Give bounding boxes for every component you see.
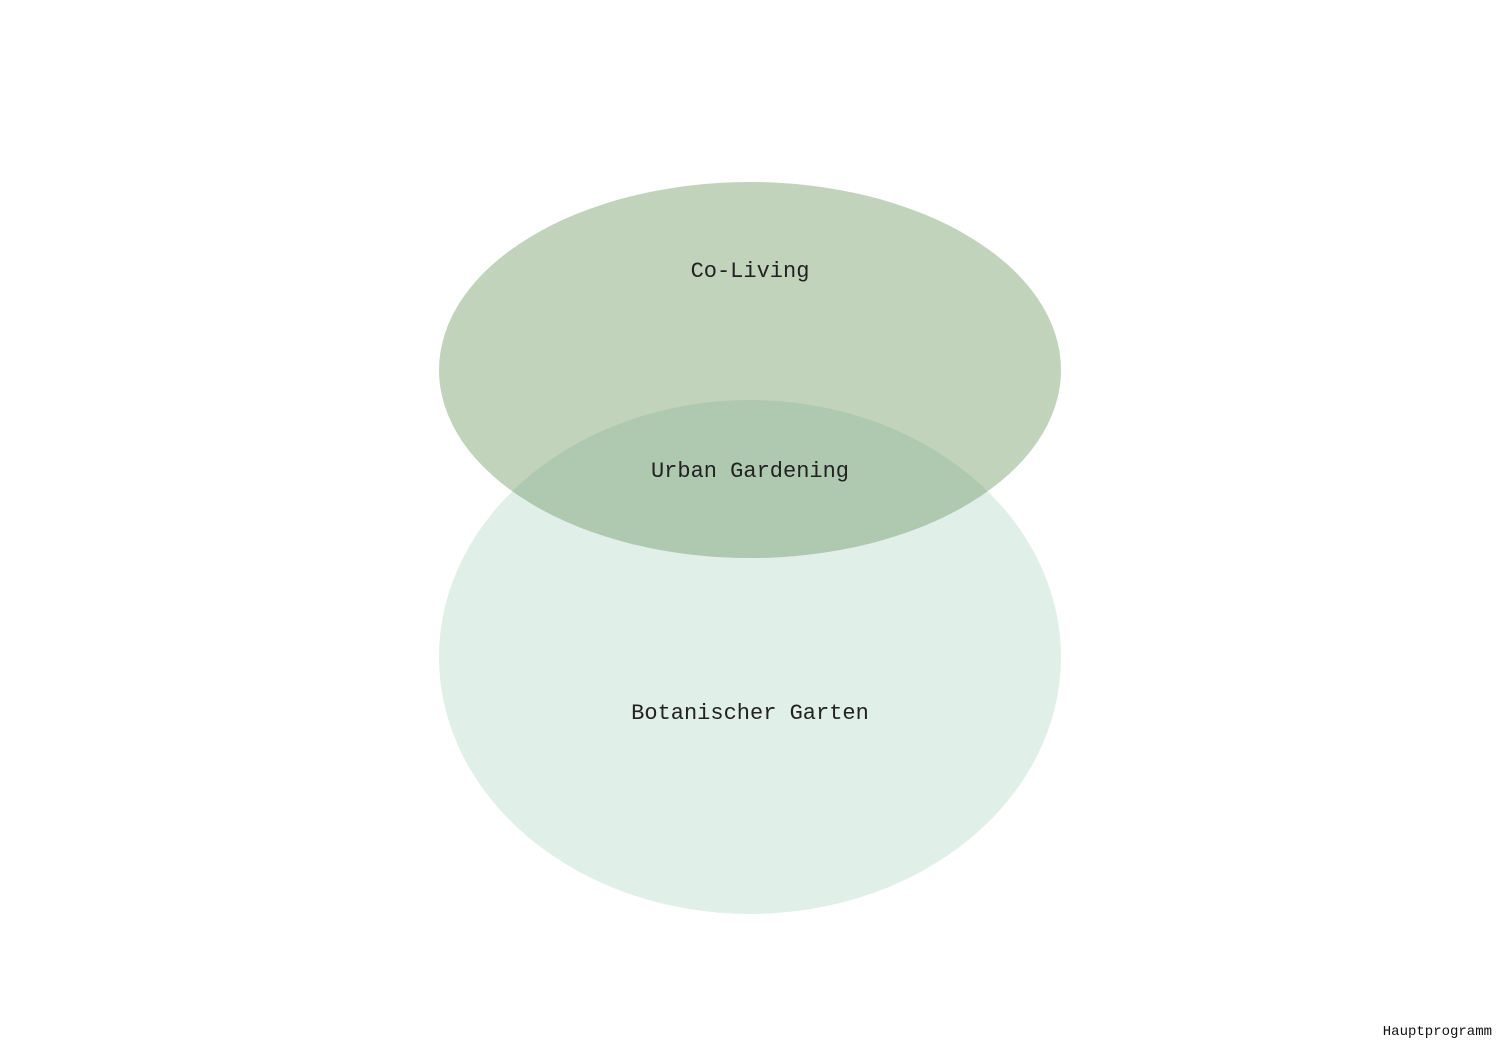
label-botanischer-garten: Botanischer Garten [631,701,869,726]
footer-label: Hauptprogramm [1382,1024,1492,1040]
label-co-living: Co-Living [691,259,810,284]
label-urban-gardening: Urban Gardening [651,459,849,484]
intersection-urban-gardening [439,400,1061,558]
